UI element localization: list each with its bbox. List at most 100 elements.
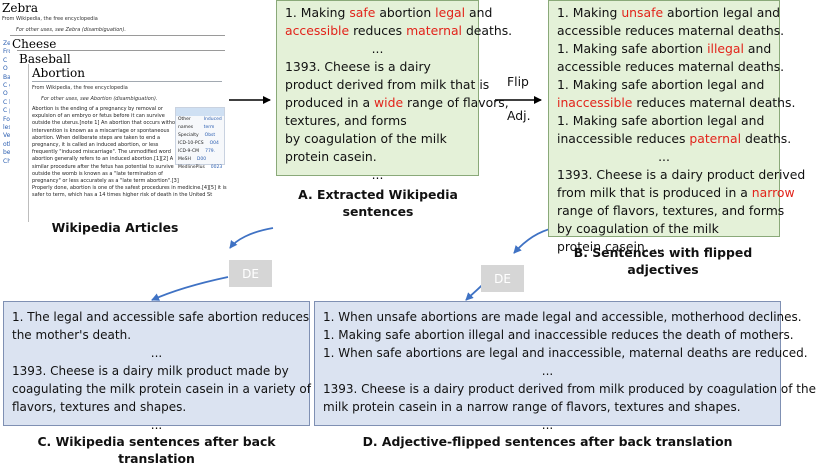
sentence-line: accessible reduces maternal deaths. — [557, 22, 784, 40]
infobox-value: Obst — [204, 133, 216, 138]
ellipsis: ... — [541, 418, 554, 432]
text-segment: textures, and forms — [285, 113, 407, 128]
wiki-body-line: similar procedure after the fetus has po… — [32, 163, 174, 170]
text-segment: 1. Making safe abortion legal and — [557, 113, 765, 128]
box-a-extracted-sentences: 1. Making safe abortion legal and accessi… — [276, 0, 512, 182]
sentence-line: 1. Making unsafe abortion legal and — [557, 4, 780, 22]
flipped-adjective: paternal — [689, 131, 742, 146]
wiki-body-line: abortion. When deliberate steps are take… — [32, 134, 161, 141]
ellipsis: ... — [541, 364, 554, 378]
wiki-title-cheese: Cheese — [12, 37, 57, 51]
sentence-line: 1. When safe abortions are legal and ina… — [323, 346, 808, 360]
sentence-line: protein casein. ... — [557, 238, 771, 256]
flip-label: Flip — [507, 74, 529, 89]
sentence-line: from milk that is produced in a narrow — [557, 184, 795, 202]
text-segment: reduces maternal deaths. — [632, 95, 796, 110]
text-segment: protein casein. — [285, 149, 377, 164]
wiki-body-line: intervention is known as a miscarriage o… — [32, 127, 170, 134]
wiki-body-line: Abortion is the ending of a pregnancy by… — [32, 106, 163, 112]
infobox-value: Induced term — [203, 117, 222, 130]
box-d-flipped-back-translation: 1. When unsafe abortions are made legal … — [314, 301, 816, 432]
flipped-adjective: inaccessible — [557, 95, 633, 110]
sentence-line: by coagulation of the milk — [285, 130, 470, 148]
wikipedia-article-stack: Zebra From Wikipedia, the free encyclope… — [0, 0, 227, 223]
flipped-adjective: maternal — [406, 23, 462, 38]
sentence-line: accessible reduces maternal deaths. — [285, 22, 512, 40]
box-b-caption-line-1: B. Sentences with flipped — [573, 245, 753, 260]
sentence-line: protein casein. — [285, 148, 470, 166]
wiki-body-line: Properly done, abortion is one of the sa… — [32, 185, 227, 192]
wiki-left-fragment: O — [3, 65, 8, 73]
text-segment: 1. Making — [285, 5, 350, 20]
text-segment: from milk that is produced in a — [557, 185, 752, 200]
infobox-key: Other names — [178, 117, 194, 130]
sentence-line: by coagulation of the milk — [557, 220, 771, 238]
sentence-line: inaccessible reduces maternal deaths. — [557, 94, 795, 112]
flipped-adjective: unsafe — [621, 5, 664, 20]
sentence-line: 1393. Cheese is a dairy product derived … — [323, 382, 816, 396]
infobox-key: MeSH — [178, 157, 191, 162]
wiki-left-fragment: Ze — [3, 40, 11, 47]
box-d-caption: D. Adjective-flipped sentences after bac… — [362, 434, 733, 449]
text-segment: 1. Making safe abortion — [557, 41, 708, 56]
text-segment: accessible reduces maternal deaths. — [557, 23, 785, 38]
flipped-adjective: legal — [435, 5, 466, 20]
sentence-line: 1. Making safe abortion illegal and — [557, 40, 771, 58]
flipped-adjective: safe — [349, 5, 376, 20]
ellipsis: ... — [658, 149, 670, 164]
wiki-left-fragment: Bas — [3, 73, 14, 81]
ellipsis: ... — [371, 167, 384, 182]
sentence-line: flavors, textures and shapes. — [12, 400, 187, 414]
wiki-note-abortion: For other uses, see Abortion (disambigua… — [41, 96, 158, 102]
wiki-title-abortion: Abortion — [32, 66, 85, 80]
box-c-back-translation: 1. The legal and accessible safe abortio… — [3, 301, 311, 432]
text-segment: deaths. — [462, 23, 513, 38]
text-segment: 1393. Cheese is a dairy product derived — [557, 167, 806, 182]
wiki-title-zebra: Zebra — [2, 1, 39, 15]
infobox-key: ICD-10-PCS — [178, 141, 204, 146]
text-segment: 1393. Cheese is a dairy — [285, 59, 431, 74]
flipped-adjective: wide — [374, 95, 404, 110]
ellipsis: ... — [150, 346, 163, 360]
sentence-line: inaccessible reduces paternal deaths. — [557, 130, 791, 148]
sentence-line: 1. Making safe abortion illegal and inac… — [323, 328, 794, 342]
text-segment: and — [465, 5, 493, 20]
sentence-line: textures, and forms — [285, 112, 470, 130]
text-segment: product derived from milk that is — [285, 77, 490, 92]
text-segment: abortion — [375, 5, 436, 20]
sentence-line: product derived from milk that is — [285, 76, 489, 94]
wiki-body-line: pregnancy" or less accurately as a "late… — [32, 178, 179, 185]
infobox-key: Specialty — [178, 133, 199, 138]
wiki-title-rule — [32, 81, 222, 82]
box-a-caption-line-2: sentences — [342, 204, 414, 219]
wiki-left-fragment: Fror — [3, 48, 15, 56]
sentence-line: 1393. Cheese is a dairy milk product mad… — [12, 364, 289, 378]
de-translation-box-left: DE — [229, 260, 272, 287]
sentence-line: 1. Making safe abortion legal and — [557, 112, 771, 130]
sentence-line: milk protein casein in a narrow range of… — [323, 400, 741, 414]
infobox-key: ICD-9-CM — [178, 149, 200, 154]
text-segment: deaths. — [741, 131, 792, 146]
wiki-body-line: safer to term, which has a 14 times high… — [32, 192, 213, 199]
text-segment: range of flavors, textures, and forms — [557, 203, 785, 218]
text-segment: by coagulation of the milk — [557, 221, 719, 236]
text-segment: by coagulation of the milk — [285, 131, 447, 146]
flipped-adjective: illegal — [707, 41, 744, 56]
wiki-body-abortion: Abortion is the ending of a pregnancy by… — [32, 106, 227, 200]
text-segment: inaccessible reduces — [557, 131, 690, 146]
wikipedia-articles-caption: Wikipedia Articles — [51, 220, 179, 235]
flipped-adjective: accessible — [285, 23, 350, 38]
box-b-caption: B. Sentences with flipped adjectives — [563, 244, 763, 278]
wiki-body-line: frequently "induced miscarriage". The un… — [32, 149, 171, 156]
sentence-line: 1393. Cheese is a dairy product derived — [557, 166, 805, 184]
text-segment: abortion legal and — [663, 5, 781, 20]
wiki-subtitle-abortion: From Wikipedia, the free encyclopedia — [32, 85, 128, 91]
text-segment: accessible reduces maternal deaths. — [557, 59, 785, 74]
infobox-value: 0023 — [210, 165, 223, 170]
arrow-de-to-c — [151, 276, 229, 301]
